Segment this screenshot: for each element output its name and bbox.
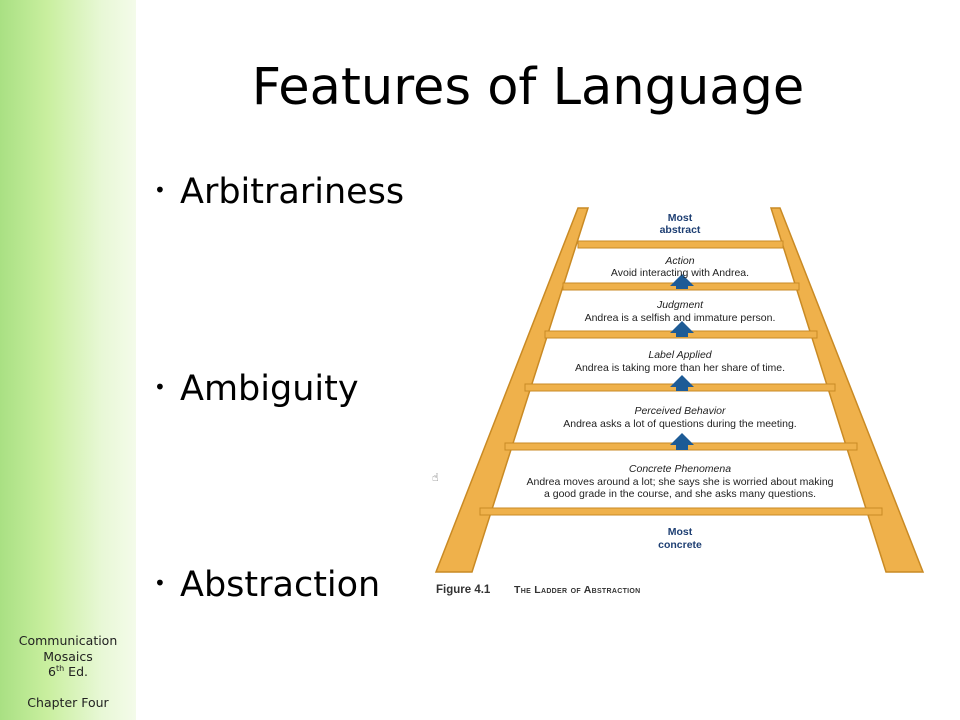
most-abstract-label: abstract [660,224,701,236]
most-concrete-label: concrete [658,539,702,551]
chapter-label: Chapter Four [27,694,109,710]
level-heading: Judgment [656,299,704,311]
ladder-rung [577,240,784,249]
hand-cursor-icon: ☝ [432,472,439,484]
bullet-item: • Abstraction [152,565,380,605]
up-arrow-icon [670,274,694,289]
bullet-dot: • [154,375,166,399]
level-description: Andrea is taking more than her share of … [575,362,785,374]
ladder-of-abstraction-figure: Most abstract Most concrete Action Avoid… [432,207,925,596]
level-heading: Label Applied [648,349,712,361]
up-arrow-icon [670,433,694,450]
sidebar-gradient: Communication Mosaics 6th Ed. Chapter Fo… [0,0,136,720]
bullet-dot: • [154,571,166,595]
level-description: Avoid interacting with Andrea. [611,267,749,279]
edition-number: 6 [48,664,56,679]
ladder-left-rail [434,207,590,573]
bullet-text: Abstraction [180,565,381,605]
level-heading: Concrete Phenomena [629,463,731,475]
figure-caption-title: The Ladder of Abstraction [514,584,641,596]
up-arrow-icon [670,321,694,337]
bullet-text: Arbitrariness [180,172,405,212]
level-description: Andrea is a selfish and immature person. [585,312,776,324]
bullet-text: Ambiguity [180,369,359,409]
level-description: a good grade in the course, and she asks… [544,488,816,500]
up-arrow-icon [670,375,694,391]
most-concrete-label: Most [668,526,693,538]
ladder-right-rail [769,207,925,573]
slide-title: Features of Language [251,58,805,117]
level-description: Andrea moves around a lot; she says she … [527,476,834,488]
edition-suffix: th [55,663,65,673]
level-heading: Action [664,255,694,267]
level-heading: Perceived Behavior [634,405,726,417]
ladder-rung [479,507,883,516]
most-abstract-label: Most [668,212,693,224]
sidebar-footer: Communication Mosaics 6th Ed. Chapter Fo… [0,633,136,710]
bullet-dot: • [154,178,166,202]
bullet-item: • Ambiguity [152,369,359,409]
figure-caption-number: Figure 4.1 [436,584,491,596]
course-title-line2: Mosaics [43,648,93,664]
edition: 6th Ed. [0,664,136,680]
course-title-line1: Communication [18,633,118,648]
edition-label: Ed. [68,664,88,679]
level-description: Andrea asks a lot of questions during th… [563,418,796,430]
bullet-item: • Arbitrariness [152,172,404,212]
